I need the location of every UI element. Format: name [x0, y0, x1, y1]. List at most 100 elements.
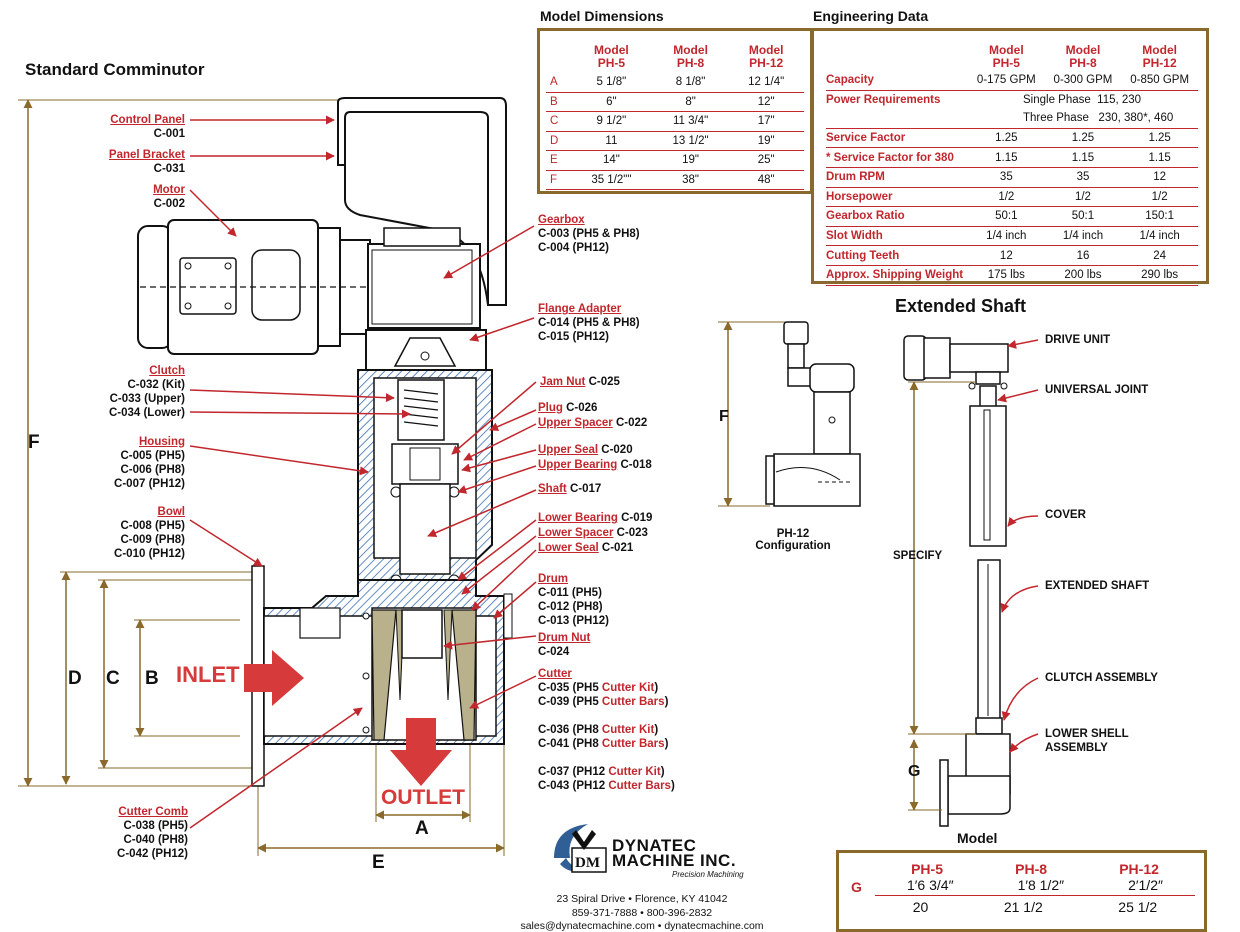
- callout-code: C-021: [601, 542, 634, 554]
- table-cell: 1.25: [1044, 128, 1122, 149]
- table-cell: 1.25: [968, 128, 1045, 149]
- label-lower-shell: LOWER SHELL ASSEMBLY: [1045, 728, 1129, 754]
- callout-name: Control Panel: [110, 114, 185, 126]
- callout-code: C-006 (PH8): [120, 464, 185, 476]
- callout-shaft: Shaft C-017: [538, 482, 601, 496]
- g-value: 1′6 3/4″: [907, 877, 954, 893]
- engineering-table: Model PH-5 Model PH-8 Model PH-12 Capaci…: [826, 43, 1198, 286]
- callout-code: C-012 (PH8): [538, 601, 603, 613]
- callout-code: C-038 (PH5): [123, 820, 188, 832]
- col-header: Model PH-5: [594, 43, 629, 70]
- row-label: Approx. Shipping Weight: [826, 265, 968, 286]
- table-cell: 1/2: [1044, 187, 1122, 208]
- table-row: Capacity 0-175 GPM 0-300 GPM 0-850 GPM: [826, 71, 1198, 91]
- table-cell: 50:1: [1044, 206, 1122, 227]
- g-col-header: PH-12: [1119, 861, 1159, 877]
- dim-e: E: [372, 852, 385, 873]
- callout-name: Cutter Comb: [118, 806, 188, 818]
- cutter-line: C-037 (PH12 Cutter Kit): [538, 766, 665, 778]
- callout-code: C-008 (PH5): [120, 520, 185, 532]
- dynatec-logo: DM: [554, 824, 607, 873]
- table-cell: 16: [1044, 245, 1122, 266]
- table-cell: 150:1: [1121, 206, 1198, 227]
- g-value: 21 1/2: [1003, 899, 1043, 915]
- table-cell: 1/4 inch: [1044, 226, 1122, 247]
- table-cell: 35 1/2"": [570, 170, 653, 190]
- row-key: A: [546, 73, 570, 93]
- callout-name: Gearbox: [538, 214, 585, 226]
- row-key: F: [546, 170, 570, 190]
- callout-jam-nut: Jam Nut C-025: [540, 375, 620, 389]
- callout-code: C-009 (PH8): [120, 534, 185, 546]
- callout-code: C-042 (PH12): [117, 848, 188, 860]
- callout-name: Upper Seal: [538, 444, 599, 456]
- callout-code: C-040 (PH8): [123, 834, 188, 846]
- row-label: * Service Factor for 380: [826, 147, 968, 168]
- dim-a: A: [415, 818, 429, 839]
- row-label: Service Factor: [826, 128, 968, 149]
- callout-code: C-026: [566, 402, 598, 414]
- table-cell: 200 lbs: [1044, 265, 1122, 286]
- callout-code: C-001: [153, 128, 185, 140]
- table-cell: 9 1/2": [570, 111, 653, 132]
- table-cell: 48": [728, 170, 804, 190]
- engineering-box: Model PH-5 Model PH-8 Model PH-12 Capaci…: [811, 28, 1209, 286]
- table-cell: 38": [652, 170, 729, 190]
- g-table-box: G PH-5 PH-8 PH-12 1′6 3/4″ 1′8 1/2″ 2′1/…: [836, 850, 1207, 932]
- standard-title: Standard Comminutor: [25, 60, 205, 79]
- table-cell: 1.25: [1121, 128, 1198, 149]
- callout-name: Motor: [153, 184, 185, 196]
- callout-code: C-022: [615, 417, 648, 429]
- g-key: G: [851, 879, 862, 895]
- callout-code: C-033 (Upper): [109, 393, 185, 405]
- label-specify: SPECIFY: [893, 550, 943, 562]
- callout-code: C-034 (Lower): [108, 407, 185, 419]
- g-col-header: PH-5: [911, 861, 943, 877]
- callout-name: Jam Nut: [540, 376, 586, 388]
- company-name-2: MACHINE INC.: [612, 851, 737, 870]
- table-cell: 1.15: [968, 147, 1045, 168]
- outlet-label: OUTLET: [381, 786, 465, 809]
- callout-code: C-002: [153, 198, 185, 210]
- dim-g: G: [908, 763, 921, 780]
- row-key: B: [546, 92, 570, 112]
- col-header: Model PH-5: [988, 43, 1024, 70]
- callout-flange-adapter: Flange Adapter C-014 (PH5 & PH8) C-015 (…: [538, 302, 640, 344]
- callout-control-panel: Control Panel C-001: [110, 113, 185, 141]
- table-cell: 1.15: [1121, 147, 1198, 168]
- callout-lower-seal: Lower Seal C-021: [538, 541, 633, 555]
- callout-name: Lower Spacer: [538, 527, 614, 539]
- callout-lower-spacer: Lower Spacer C-023: [538, 526, 648, 540]
- callout-code: C-025: [588, 376, 620, 388]
- callout-upper-seal: Upper Seal C-020: [538, 443, 633, 457]
- company-tagline: Precision Machining: [672, 870, 744, 879]
- callout-upper-spacer: Upper Spacer C-022: [538, 416, 647, 430]
- callout-clutch: Clutch C-032 (Kit) C-033 (Upper) C-034 (…: [109, 364, 185, 420]
- ph12-caption: PH-12 Configuration: [755, 528, 831, 552]
- callout-name: Panel Bracket: [108, 149, 185, 161]
- cutter-line: C-039 (PH5 Cutter Bars): [538, 696, 669, 708]
- callout-bowl: Bowl C-008 (PH5) C-009 (PH8) C-010 (PH12…: [114, 505, 185, 561]
- callout-code: C-017: [569, 483, 602, 495]
- table-cell: 17": [728, 111, 804, 132]
- table-cell: 290 lbs: [1121, 265, 1198, 286]
- table-cell: 1.15: [1044, 147, 1122, 168]
- inlet-label: INLET: [176, 662, 240, 687]
- table-cell: 175 lbs: [968, 265, 1045, 286]
- table-cell: 50:1: [968, 206, 1045, 227]
- row-label: Drum RPM: [826, 167, 968, 188]
- table-row: Three Phase 230, 380*, 460: [826, 109, 1198, 129]
- cutter-line: C-036 (PH8 Cutter Kit): [538, 724, 659, 736]
- callout-cutter: Cutter C-035 (PH5 Cutter Kit) C-039 (PH5…: [538, 667, 675, 793]
- callout-housing: Housing C-005 (PH5) C-006 (PH8) C-007 (P…: [114, 435, 185, 491]
- table-cell: 24: [1121, 245, 1198, 266]
